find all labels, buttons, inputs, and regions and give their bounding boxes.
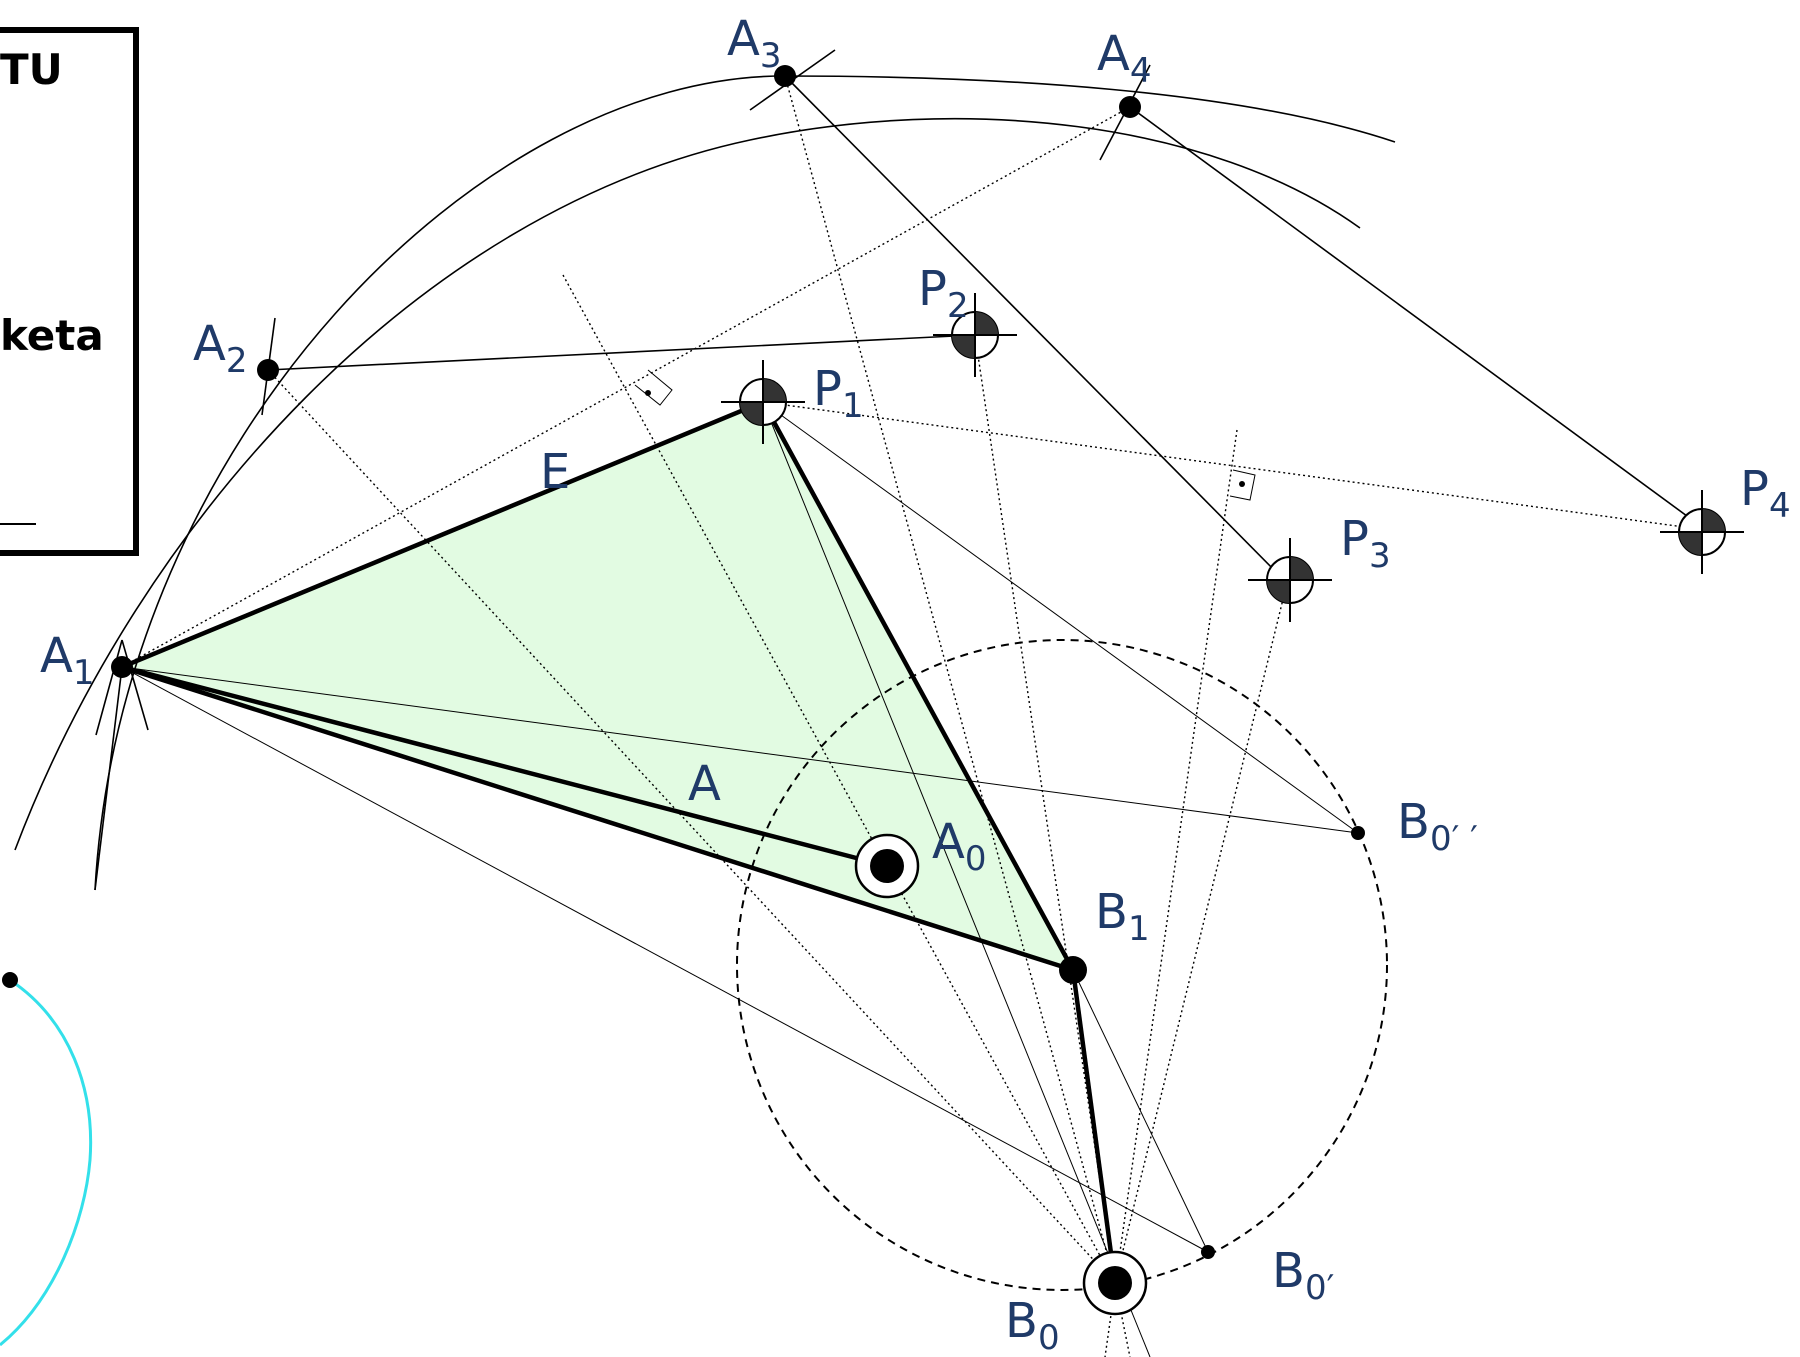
- title-box: TU keta: [0, 27, 139, 556]
- cyan-arc-endpoint: [2, 972, 18, 988]
- marker-P1: [721, 360, 805, 444]
- point-B0pp: [1351, 826, 1365, 840]
- label-P3: P3: [1340, 511, 1391, 576]
- box-text-1: TU: [0, 45, 63, 94]
- marker-P3: [1248, 538, 1332, 622]
- point-A3: [774, 65, 796, 87]
- label-B0: B0: [1005, 1293, 1060, 1357]
- label-A: A: [688, 756, 721, 812]
- label-A2: A2: [193, 316, 247, 381]
- label-A3: A3: [727, 11, 781, 76]
- construction-arcs: [14, 75, 1396, 891]
- dashed-circle: [736, 639, 1388, 1291]
- marker-P2: [933, 293, 1017, 377]
- box-text-2: keta: [0, 311, 104, 360]
- dotted-construction-lines: [121, 75, 1707, 1357]
- pivot-B0: [1082, 1250, 1148, 1316]
- label-A1: A1: [40, 628, 94, 693]
- coupler-triangle: [122, 402, 1073, 970]
- right-angle-marks: [634, 369, 1256, 501]
- label-A0: A0: [932, 814, 986, 879]
- label-A4: A4: [1097, 26, 1151, 91]
- joint-points: [111, 65, 1365, 1259]
- point-A1: [111, 656, 133, 678]
- label-P4: P4: [1740, 461, 1791, 526]
- point-A2: [257, 359, 279, 381]
- label-B0p: B0′: [1272, 1243, 1334, 1308]
- point-B1: [1059, 956, 1087, 984]
- thin-lines: [121, 75, 1707, 1357]
- label-E: E: [540, 444, 570, 500]
- label-P2: P2: [918, 261, 969, 326]
- mechanism-links: [121, 399, 1118, 1284]
- labels: A1 A2 A3 A4 P1 P2 P3 P4 E A A0 B1 B0 B0′…: [40, 11, 1791, 1357]
- pivot-A0: [854, 833, 920, 899]
- point-A4: [1119, 96, 1141, 118]
- precision-markers: [721, 293, 1744, 622]
- label-B0pp: B0′ ′: [1397, 794, 1478, 859]
- point-B0p: [1201, 1245, 1215, 1259]
- label-B1: B1: [1095, 884, 1150, 949]
- cyan-arc: [0, 978, 93, 1347]
- marker-P4: [1660, 490, 1744, 574]
- label-P1: P1: [813, 361, 864, 426]
